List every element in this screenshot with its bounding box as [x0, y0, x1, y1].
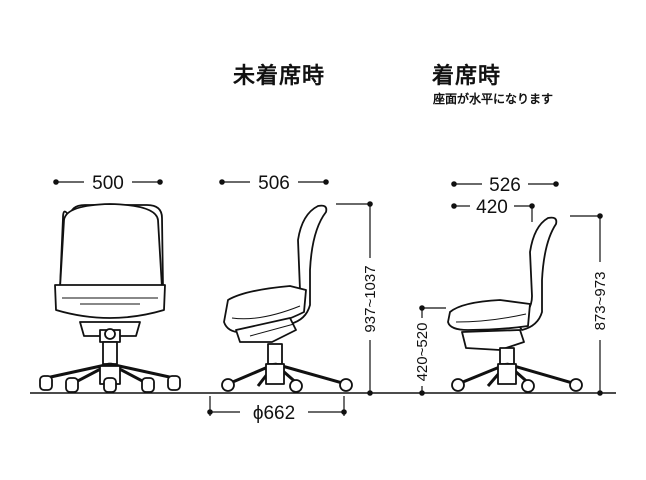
dim-seat-depth-seated: 420 — [476, 197, 508, 218]
chair-side-view-unseated — [221, 204, 353, 393]
heading-seated: 着席時 — [432, 64, 502, 89]
dim-front-width: 500 — [92, 173, 124, 194]
dim-seat-height: 420~520 — [414, 323, 431, 382]
dimension-lines — [53, 179, 603, 416]
dim-base-diameter: ϕ662 — [253, 403, 295, 424]
heading-unseated: 未着席時 — [233, 64, 326, 89]
dim-side-depth-unseated: 506 — [258, 173, 290, 194]
seated-note: 座面が水平になります — [433, 92, 554, 106]
chair-front-view — [39, 203, 181, 393]
dim-height-seated: 873~973 — [592, 272, 609, 331]
dim-side-depth-seated: 526 — [489, 175, 521, 196]
dim-height-unseated: 937~1037 — [362, 265, 379, 332]
chair-side-view-seated — [447, 216, 583, 393]
